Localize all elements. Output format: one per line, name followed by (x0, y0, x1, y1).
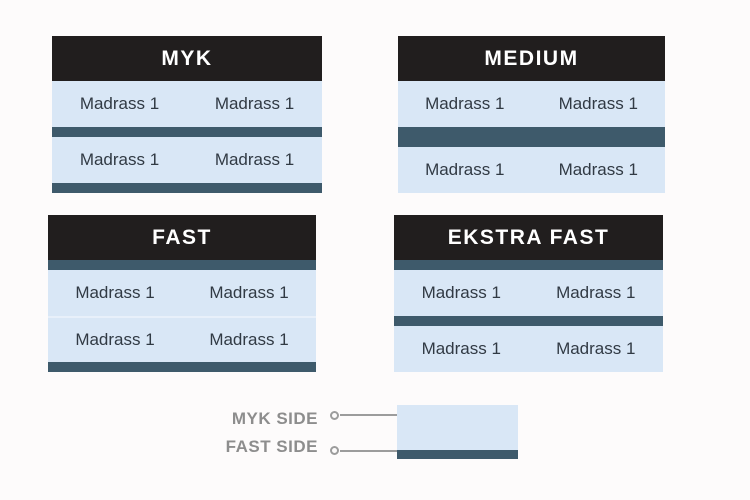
mattress-fast-side-layer (48, 362, 316, 372)
panel-fast-title: FAST (48, 215, 316, 260)
mattress-myk-side-layer: Madrass 1 Madrass 1 (48, 270, 316, 316)
mattress-sample-myk-side (397, 405, 518, 450)
mattress-myk-side-layer: Madrass 1 Madrass 1 (52, 137, 322, 183)
mattress-label: Madrass 1 (558, 160, 638, 179)
mattress-myk-side-layer: Madrass 1 Madrass 1 (52, 81, 322, 127)
mattress-label: Madrass 1 (75, 283, 155, 302)
mattress-myk-side-layer: Madrass 1 Madrass 1 (48, 316, 316, 362)
legend-fast-pointer-line (340, 450, 397, 452)
mattress-sample (397, 405, 518, 459)
panel-myk: MYK Madrass 1 Madrass 1 Madrass 1 Madras… (52, 36, 322, 193)
legend-fast-side-label: FAST SIDE (225, 437, 318, 456)
legend-myk-pointer-dot-icon (330, 411, 339, 420)
mattress-fast-side-layer (52, 183, 322, 193)
mattress-fast-side-layer (52, 127, 322, 137)
mattress-fast-side-layer (394, 260, 663, 270)
mattress-myk-side-layer: Madrass 1 Madrass 1 (398, 147, 665, 193)
mattress-myk-side-layer: Madrass 1 Madrass 1 (394, 326, 663, 372)
mattress-label: Madrass 1 (214, 150, 295, 169)
panel-medium: MEDIUM Madrass 1 Madrass 1 Madrass 1 Mad… (398, 36, 665, 193)
mattress-label: Madrass 1 (214, 94, 295, 113)
legend-fast-pointer-dot-icon (330, 446, 339, 455)
panel-fast: FAST Madrass 1 Madrass 1 Madrass 1 Madra… (48, 215, 316, 372)
panel-myk-title: MYK (52, 36, 322, 81)
panel-medium-title: MEDIUM (398, 36, 665, 81)
panel-ekstra-fast: EKSTRA FAST Madrass 1 Madrass 1 Madrass … (394, 215, 663, 372)
mattress-label: Madrass 1 (79, 150, 160, 169)
mattress-fast-side-layer (394, 316, 663, 326)
panel-ekstra-fast-title: EKSTRA FAST (394, 215, 663, 260)
mattress-label: Madrass 1 (425, 160, 505, 179)
mattress-fast-side-layer (48, 260, 316, 270)
mattress-label: Madrass 1 (79, 94, 160, 113)
mattress-label: Madrass 1 (558, 94, 638, 113)
mattress-label: Madrass 1 (421, 283, 501, 302)
mattress-label: Madrass 1 (556, 283, 636, 302)
mattress-myk-side-layer: Madrass 1 Madrass 1 (398, 81, 665, 127)
legend-myk-side-label: MYK SIDE (231, 409, 318, 428)
mattress-label: Madrass 1 (75, 330, 155, 349)
mattress-sample-fast-side (397, 450, 518, 459)
mattress-label: Madrass 1 (209, 330, 289, 349)
mattress-label: Madrass 1 (209, 283, 289, 302)
mattress-label: Madrass 1 (425, 94, 505, 113)
mattress-fast-side-double-layer (398, 127, 665, 147)
mattress-label: Madrass 1 (556, 339, 636, 358)
mattress-myk-side-layer: Madrass 1 Madrass 1 (394, 270, 663, 316)
legend-myk-pointer-line (340, 414, 397, 416)
mattress-label: Madrass 1 (421, 339, 501, 358)
